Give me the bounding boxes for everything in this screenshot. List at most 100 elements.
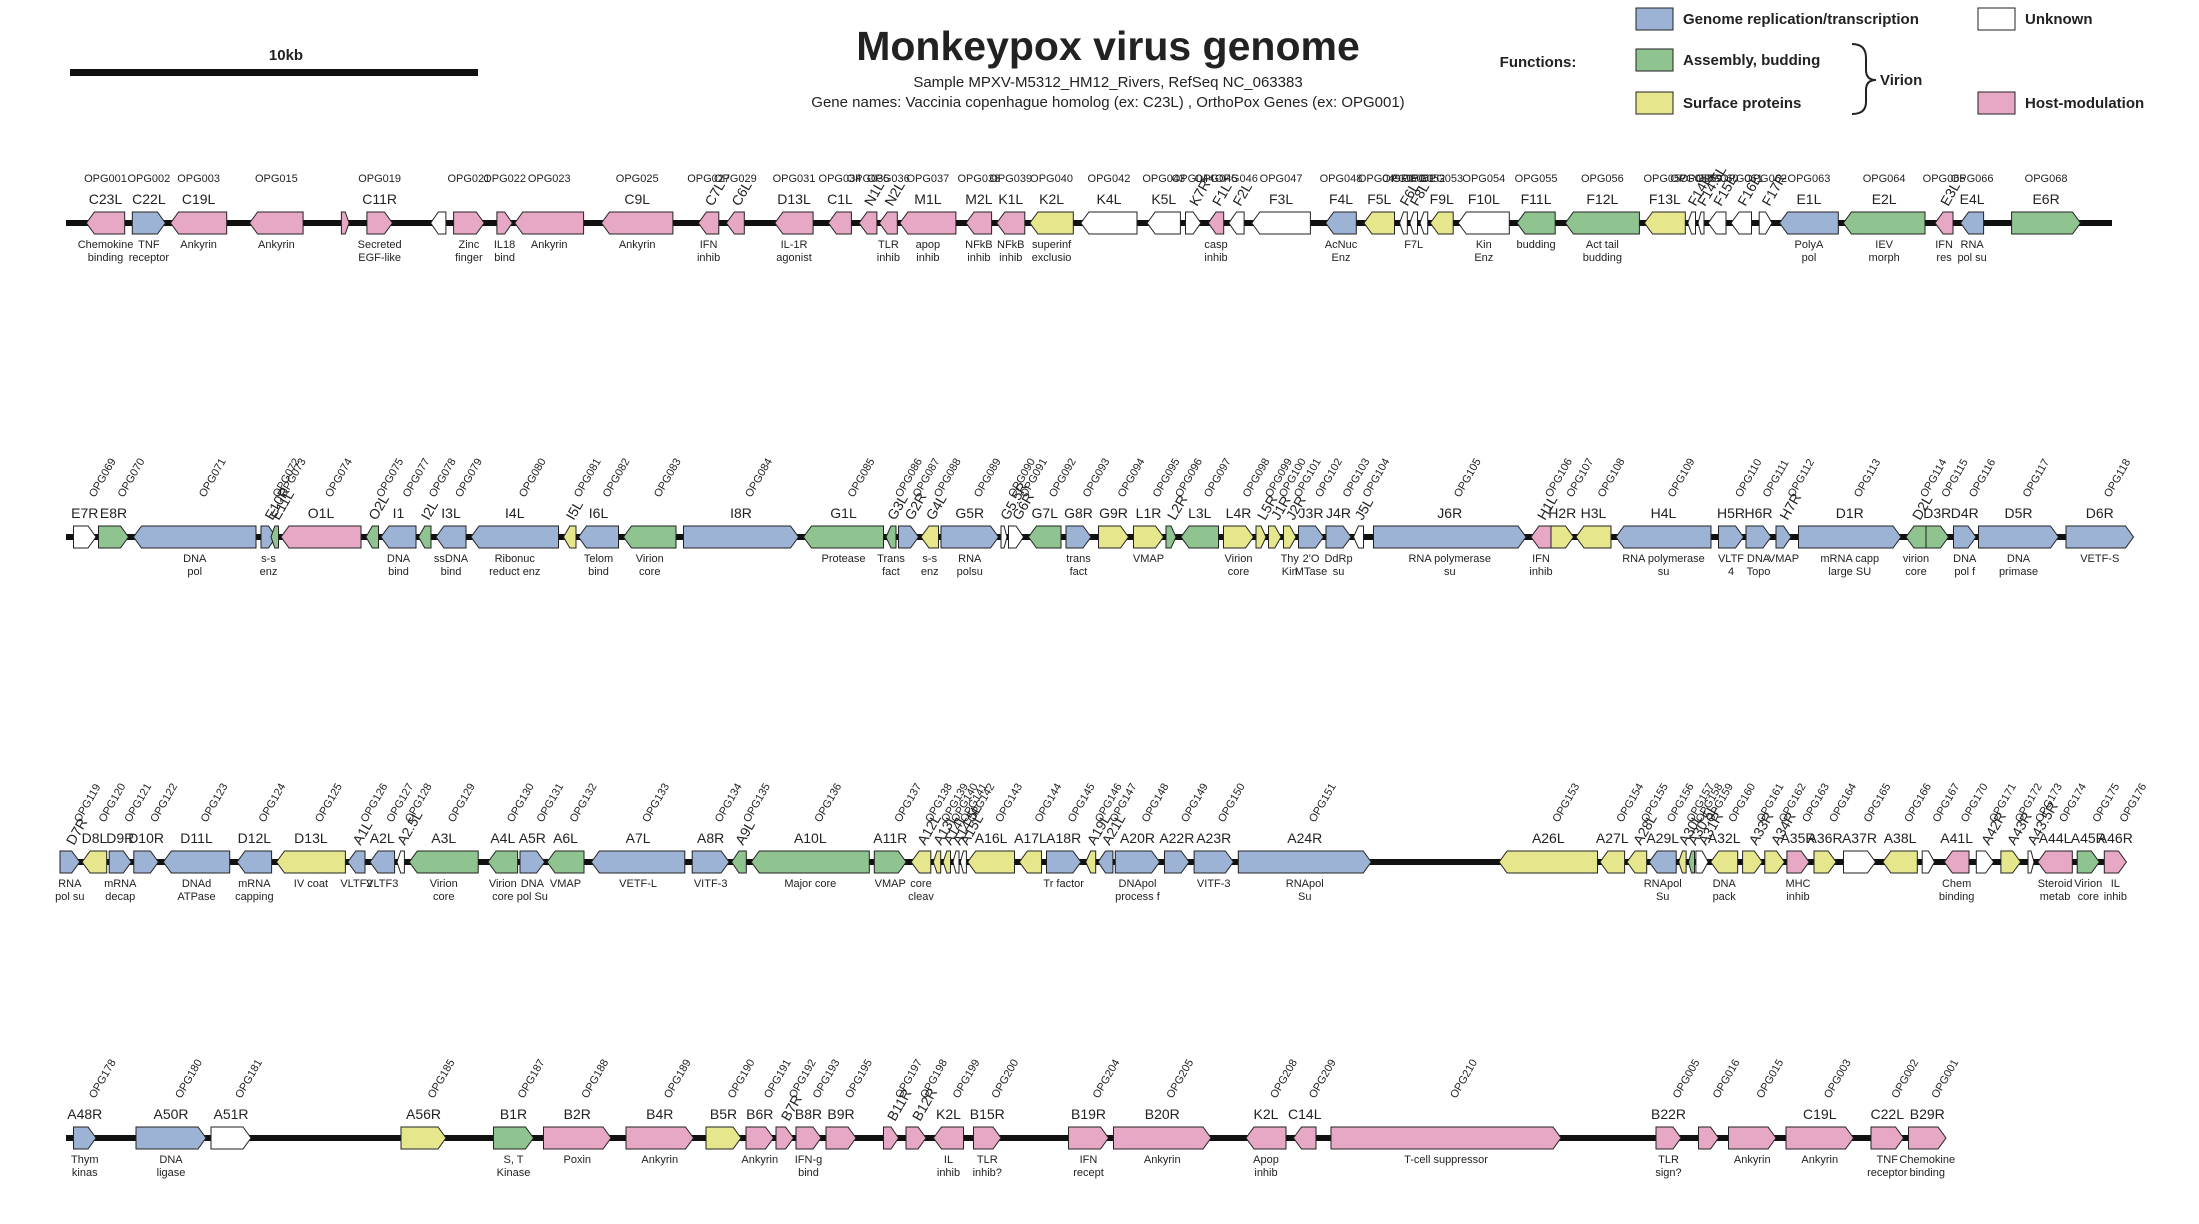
- gene[interactable]: OPG052: [1402, 173, 1445, 235]
- gene-opg-id: OPG081: [572, 456, 604, 499]
- gene-name: A41L: [1940, 830, 1973, 846]
- gene-arrow: [133, 850, 160, 874]
- gene-name: B5R: [710, 1106, 737, 1122]
- gene-name: A35R: [1780, 830, 1815, 846]
- gene-name: A4L: [490, 830, 515, 846]
- gene-opg-id: OPG015: [255, 173, 298, 185]
- gene-arrow: [1626, 850, 1648, 874]
- gene-arrow: [470, 525, 559, 549]
- gene-arrow: [514, 211, 585, 235]
- gene-name: K4L: [1096, 191, 1121, 207]
- gene-arrow: [270, 525, 279, 549]
- gene-arrow: [1373, 525, 1527, 549]
- gene-opg-id: OPG178: [87, 1057, 119, 1100]
- gene-arrow: [2037, 850, 2073, 874]
- gene-name: D11L: [180, 830, 213, 846]
- gene-arrow: [1978, 525, 2060, 549]
- gene[interactable]: [340, 211, 350, 235]
- gene-opg-id: OPG003: [177, 173, 220, 185]
- gene-opg-id: OPG049: [1358, 173, 1401, 185]
- gene-opg-id: OPG065: [1923, 173, 1966, 185]
- gene-opg-id: OPG144: [1033, 781, 1065, 824]
- gene-arrow: [347, 850, 366, 874]
- gene-name: D3R: [1923, 505, 1951, 521]
- gene-name: L1R: [1136, 505, 1162, 521]
- gene[interactable]: [430, 211, 447, 235]
- gene-opg-id: OPG092: [1047, 456, 1079, 499]
- legend-swatch-unknown: [1977, 7, 2016, 31]
- gene-arrow: [169, 211, 228, 235]
- gene-opg-id: OPG199: [951, 1057, 983, 1100]
- legend-label-surf: Surface proteins: [1683, 95, 1801, 112]
- gene-function-label: VITF-3: [1197, 878, 1231, 890]
- gene-opg-id: OPG149: [1179, 781, 1211, 824]
